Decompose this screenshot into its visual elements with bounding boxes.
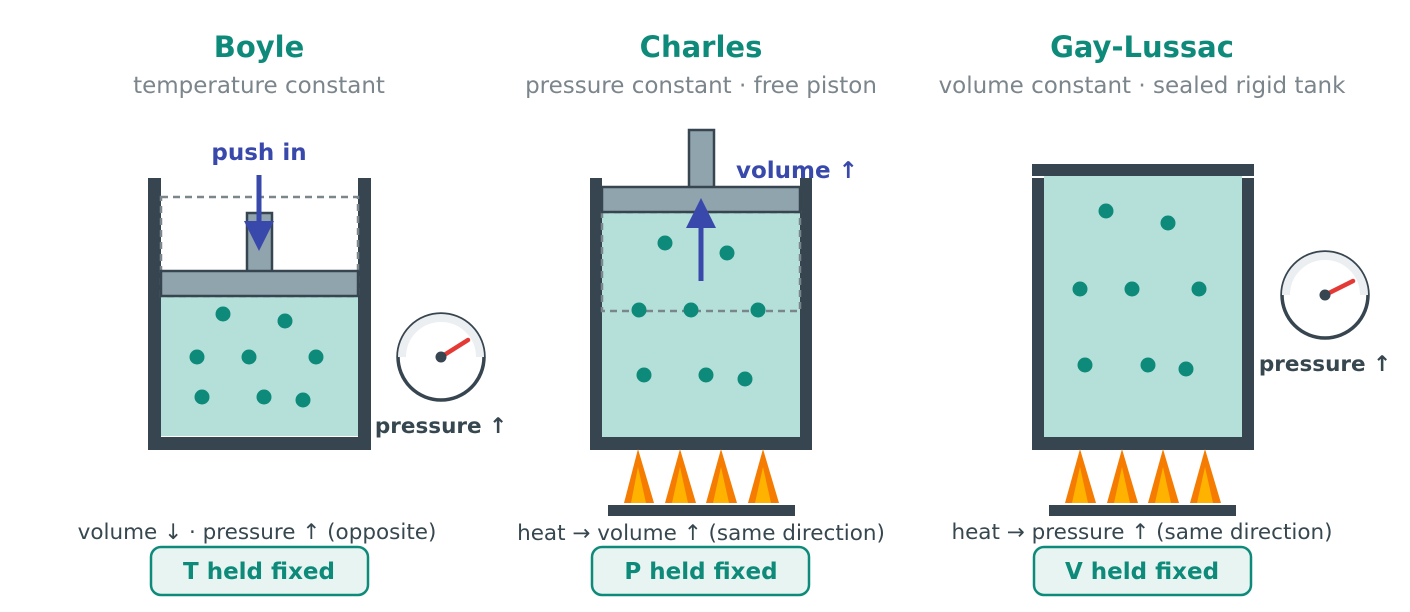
charles-burner — [608, 449, 795, 516]
gay-lussac-pressure-label: pressure ↑ — [1259, 352, 1391, 377]
gay-lussac-subtitle: volume constant · sealed rigid tank — [939, 73, 1347, 99]
molecule — [750, 302, 766, 318]
gauge-hub — [1319, 289, 1331, 301]
gay-lussac-left-wall — [1032, 178, 1044, 450]
gay-lussac-title: Gay-Lussac — [1050, 30, 1234, 64]
charles-cylinder — [590, 128, 812, 450]
gay-lussac-panel: Gay-Lussac volume constant · sealed rigi… — [939, 30, 1391, 597]
boyle-push-in-label: push in — [211, 140, 306, 166]
molecule — [241, 349, 257, 365]
boyle-panel: Boyle temperature constant push in — [78, 30, 507, 597]
boyle-molecules — [189, 306, 324, 408]
gauge-hub — [435, 351, 447, 363]
charles-bottom-wall — [590, 437, 812, 450]
molecule — [683, 302, 699, 318]
charles-subtitle: pressure constant · free piston — [525, 73, 877, 99]
molecule — [719, 245, 735, 261]
boyle-badge — [149, 545, 370, 597]
molecule — [657, 235, 673, 251]
boyle-pressure-gauge — [396, 312, 486, 402]
charles-molecules — [631, 235, 766, 387]
charles-volume-label: volume ↑ — [736, 158, 858, 184]
boyle-title: Boyle — [214, 30, 305, 64]
molecule — [698, 367, 714, 383]
flame-icon — [706, 449, 737, 503]
molecule — [1191, 281, 1207, 297]
molecule — [215, 306, 231, 322]
molecule — [636, 367, 652, 383]
flame-icon — [748, 449, 779, 503]
molecule — [189, 349, 205, 365]
boyle-left-wall — [148, 178, 161, 450]
molecule — [1140, 357, 1156, 373]
gay-lussac-molecules — [1072, 203, 1207, 377]
molecule — [1178, 361, 1194, 377]
burner-plate — [1049, 505, 1236, 516]
boyle-bottom-wall — [148, 437, 371, 450]
charles-piston — [600, 185, 802, 214]
gay-lussac-badge-label: V held fixed — [1065, 559, 1219, 585]
gay-lussac-caption: heat → pressure ↑ (same direction) — [951, 520, 1332, 545]
flame-icon — [665, 449, 696, 503]
charles-left-wall — [590, 178, 602, 450]
molecule — [277, 313, 293, 329]
molecule — [295, 392, 311, 408]
boyle-pressure-label: pressure ↑ — [375, 414, 507, 439]
boyle-caption: volume ↓ · pressure ↑ (opposite) — [78, 520, 437, 545]
flame-icon — [1065, 449, 1096, 503]
gay-lussac-badge — [1032, 545, 1253, 597]
molecule — [737, 371, 753, 387]
charles-caption: heat → volume ↑ (same direction) — [517, 521, 885, 546]
charles-right-wall — [800, 178, 812, 450]
gay-lussac-tank — [1032, 164, 1254, 450]
flame-icon — [1190, 449, 1221, 503]
gay-lussac-lid — [1032, 164, 1254, 176]
boyle-gas — [161, 296, 358, 436]
flame-icon — [1107, 449, 1138, 503]
molecule — [1077, 357, 1093, 373]
molecule — [1072, 281, 1088, 297]
molecule — [1098, 203, 1114, 219]
boyle-right-wall — [358, 178, 371, 450]
gauge-arc — [1282, 252, 1368, 296]
gay-lussac-gas — [1044, 176, 1242, 437]
boyle-badge-label: T held fixed — [183, 559, 335, 585]
gay-lussac-burner — [1049, 449, 1236, 516]
gay-lussac-right-wall — [1242, 178, 1254, 450]
flame-icon — [1148, 449, 1179, 503]
molecule — [256, 389, 272, 405]
charles-piston-rod — [687, 128, 716, 190]
molecule — [308, 349, 324, 365]
boyle-subtitle: temperature constant — [133, 73, 385, 99]
charles-badge-label: P held fixed — [624, 559, 777, 585]
burner-plate — [608, 505, 795, 516]
gay-lussac-pressure-gauge — [1280, 250, 1370, 340]
charles-title: Charles — [640, 30, 763, 64]
gauge-arc — [398, 314, 484, 358]
charles-badge — [590, 545, 811, 597]
gay-lussac-bottom-wall — [1032, 437, 1254, 450]
molecule — [1160, 215, 1176, 231]
boyle-piston — [159, 269, 360, 298]
molecule — [1124, 281, 1140, 297]
charles-panel: Charles pressure constant · free piston — [517, 30, 885, 597]
molecule — [194, 389, 210, 405]
flame-icon — [624, 449, 654, 503]
molecule — [631, 302, 647, 318]
